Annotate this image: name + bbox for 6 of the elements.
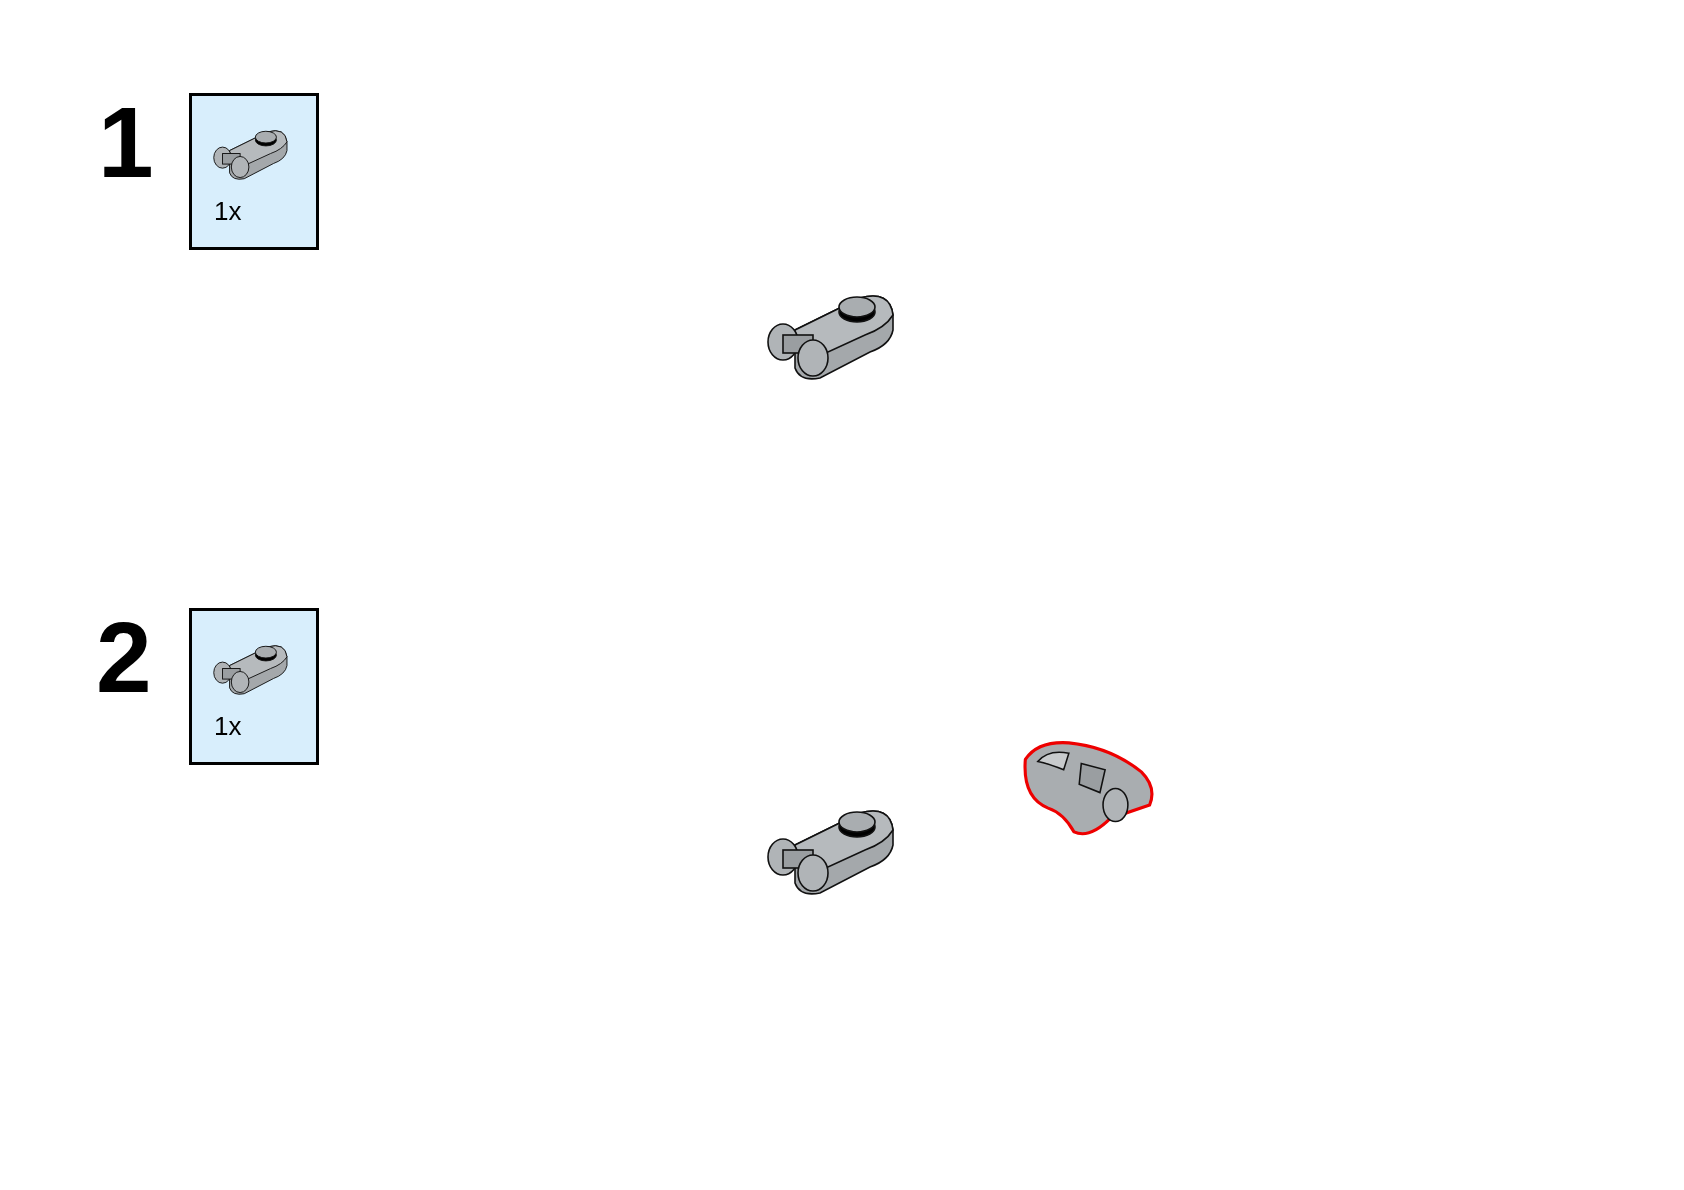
- parts-list-box: [189, 93, 319, 250]
- step-number: 2: [96, 607, 152, 707]
- quantity-text: 1x: [214, 713, 242, 739]
- parts-list-box: [189, 608, 319, 765]
- step-number: 1: [98, 92, 154, 192]
- quantity-text: 1x: [214, 198, 242, 224]
